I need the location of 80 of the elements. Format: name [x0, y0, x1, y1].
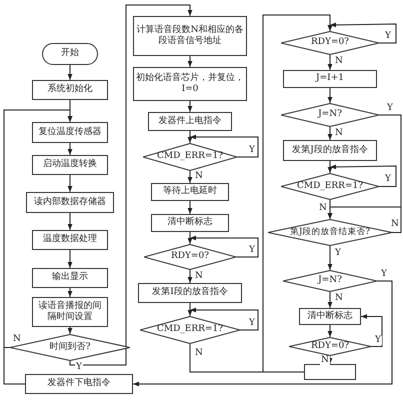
arrow — [328, 324, 332, 338]
decision-diamond: 第J段的放音结束否? — [268, 219, 392, 246]
arrow — [328, 54, 332, 70]
arrow — [188, 200, 192, 214]
arrow — [68, 326, 72, 334]
arrow — [188, 56, 192, 68]
decision-diamond: CMD_ERR=1? — [140, 316, 240, 344]
decision-diamond: J=N? — [281, 103, 379, 127]
edge-label: N — [390, 220, 400, 229]
start-terminal: 开始 — [42, 43, 98, 65]
process-box: 启动温度转换 — [32, 155, 108, 175]
process-box: 计算语音段数N和相应的各段语音信号地址 — [133, 16, 247, 56]
arrow — [190, 134, 258, 158]
arrow — [188, 170, 192, 184]
arrow — [188, 270, 192, 284]
process-box: 发器件上电指令 — [148, 112, 232, 131]
edge-label: Y — [248, 319, 256, 328]
arrow — [68, 288, 72, 298]
decision-diamond: RDY=0? — [144, 244, 236, 270]
edge-label: Y — [248, 246, 256, 255]
edge-label: N — [334, 294, 344, 303]
arrow — [70, 4, 192, 366]
process-box: 发器件下电指令 — [25, 374, 133, 394]
arrow — [68, 142, 72, 156]
arrow — [188, 302, 192, 316]
edge-label: N — [194, 272, 204, 281]
edge-label: Y — [75, 363, 83, 372]
edge-label: N — [320, 356, 330, 365]
edge-label: Y — [386, 104, 394, 113]
edge-label: N — [194, 349, 204, 358]
decision-diamond: RDY=0? — [289, 337, 371, 356]
process-box: 发第J段的放音指令 — [283, 140, 377, 161]
decision-diamond: J=N? — [283, 270, 377, 292]
edge-label: Y — [384, 175, 392, 184]
arrow — [328, 246, 332, 270]
arrow — [188, 100, 192, 112]
process-box: 清中断标志 — [151, 214, 229, 232]
edge-label: Y — [380, 270, 388, 279]
process-box: 等待上电延时 — [151, 183, 229, 201]
arrow — [68, 174, 72, 192]
arrow — [68, 64, 72, 80]
arrow — [188, 232, 192, 244]
arrow — [188, 130, 192, 144]
arrow — [132, 280, 392, 386]
edge-label: Y — [248, 146, 256, 155]
process-box: 发第I段的放音指令 — [138, 283, 242, 303]
decision-diamond: CMD_ERR=1? — [143, 143, 237, 171]
process-box: 输出显示 — [32, 268, 108, 288]
arrow — [68, 250, 72, 268]
arrow — [190, 308, 258, 330]
process-box: J=I+1 — [283, 70, 377, 88]
arrow — [328, 292, 332, 308]
process-box: 读内部数据存储器 — [26, 192, 114, 213]
process-box: 清中断标志 — [299, 308, 361, 325]
process-box: 读语音播报的间隔时间设置 — [32, 297, 108, 327]
arrow — [330, 22, 396, 44]
arrow — [68, 212, 72, 230]
decision-diamond: CMD_ERR=1? — [281, 173, 379, 200]
arrow — [360, 314, 382, 347]
arrow — [190, 236, 258, 258]
edge-label: Y — [334, 249, 342, 258]
arrow — [330, 164, 396, 187]
process-box: 复位温度传感器 — [32, 122, 108, 143]
arrow — [328, 88, 332, 104]
edge-label: Y — [374, 336, 382, 345]
arrow — [328, 356, 332, 364]
edge-label: Y — [384, 32, 392, 41]
arrow — [262, 14, 332, 372]
process-box: 初始化语音芯片，并复位，I=0 — [133, 67, 247, 101]
process-box: 系统初始化 — [32, 80, 108, 100]
edge-label: N — [334, 57, 344, 66]
arrow — [328, 206, 402, 233]
decision-diamond: RDY=0? — [281, 31, 379, 55]
arrow — [328, 126, 332, 140]
edge-label: N — [334, 129, 344, 138]
edge-label: N — [318, 204, 328, 213]
process-box — [304, 364, 356, 380]
arrow — [328, 160, 332, 174]
edge-label: N — [194, 172, 204, 181]
process-box: 温度数据处理 — [32, 230, 108, 250]
